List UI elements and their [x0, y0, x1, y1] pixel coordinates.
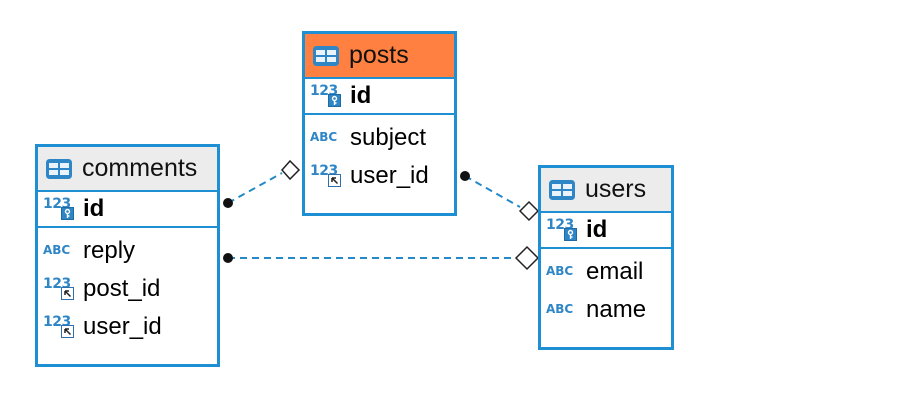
- numeric-key-icon: 123: [43, 196, 77, 222]
- numeric-key-icon: 123: [310, 83, 344, 109]
- primary-key-row[interactable]: 123 id: [541, 213, 671, 249]
- entity-comments[interactable]: comments 123 id ABC reply 123 post_id: [35, 144, 220, 367]
- relation-source-dot: [223, 198, 233, 208]
- relation-target-diamond: [514, 245, 540, 271]
- relationship-comments-users[interactable]: [223, 245, 540, 271]
- column-row[interactable]: ABC email: [541, 253, 671, 291]
- entity-title: posts: [349, 41, 409, 69]
- table-icon: [313, 45, 339, 66]
- column-name: subject: [350, 124, 427, 151]
- column-row[interactable]: 123 post_id: [38, 270, 217, 308]
- foreign-key-icon: 123: [43, 276, 77, 302]
- entity-posts[interactable]: posts 123 id ABC subject 123 user_id: [302, 31, 457, 216]
- entity-users[interactable]: users 123 id ABC email ABC name: [538, 165, 674, 350]
- column-row[interactable]: ABC name: [541, 291, 671, 329]
- column-name: id: [83, 195, 105, 222]
- entity-header[interactable]: comments: [38, 147, 217, 192]
- entity-header[interactable]: posts: [305, 34, 454, 79]
- foreign-key-icon: 123: [310, 163, 344, 189]
- string-type-icon: ABC: [546, 302, 574, 316]
- column-row[interactable]: ABC reply: [38, 232, 217, 270]
- column-name: user_id: [83, 313, 162, 340]
- entity-header[interactable]: users: [541, 168, 671, 213]
- string-type-icon: ABC: [546, 264, 574, 278]
- relation-source-dot: [460, 171, 470, 181]
- column-name: name: [586, 296, 647, 323]
- numeric-key-icon: 123: [546, 217, 580, 243]
- table-icon: [46, 158, 72, 179]
- column-name: user_id: [350, 162, 429, 189]
- column-name: reply: [83, 237, 136, 264]
- relationship-posts-users[interactable]: [460, 171, 540, 222]
- column-name: id: [350, 82, 372, 109]
- column-name: id: [586, 216, 608, 243]
- column-row[interactable]: 123 user_id: [305, 157, 454, 195]
- foreign-key-icon: 123: [43, 314, 77, 340]
- entity-title: comments: [82, 154, 198, 182]
- column-name: email: [586, 258, 644, 285]
- primary-key-row[interactable]: 123 id: [305, 79, 454, 115]
- relation-target-diamond: [280, 159, 301, 181]
- table-icon: [549, 179, 575, 200]
- string-type-icon: ABC: [43, 243, 71, 257]
- relation-source-dot: [223, 253, 233, 263]
- relation-target-diamond: [518, 200, 540, 222]
- string-type-icon: ABC: [310, 130, 338, 144]
- column-row[interactable]: 123 user_id: [38, 308, 217, 346]
- relationship-comments-posts[interactable]: [223, 159, 301, 208]
- entity-title: users: [585, 175, 647, 203]
- column-name: post_id: [83, 275, 161, 302]
- column-row[interactable]: ABC subject: [305, 119, 454, 157]
- primary-key-row[interactable]: 123 id: [38, 192, 217, 228]
